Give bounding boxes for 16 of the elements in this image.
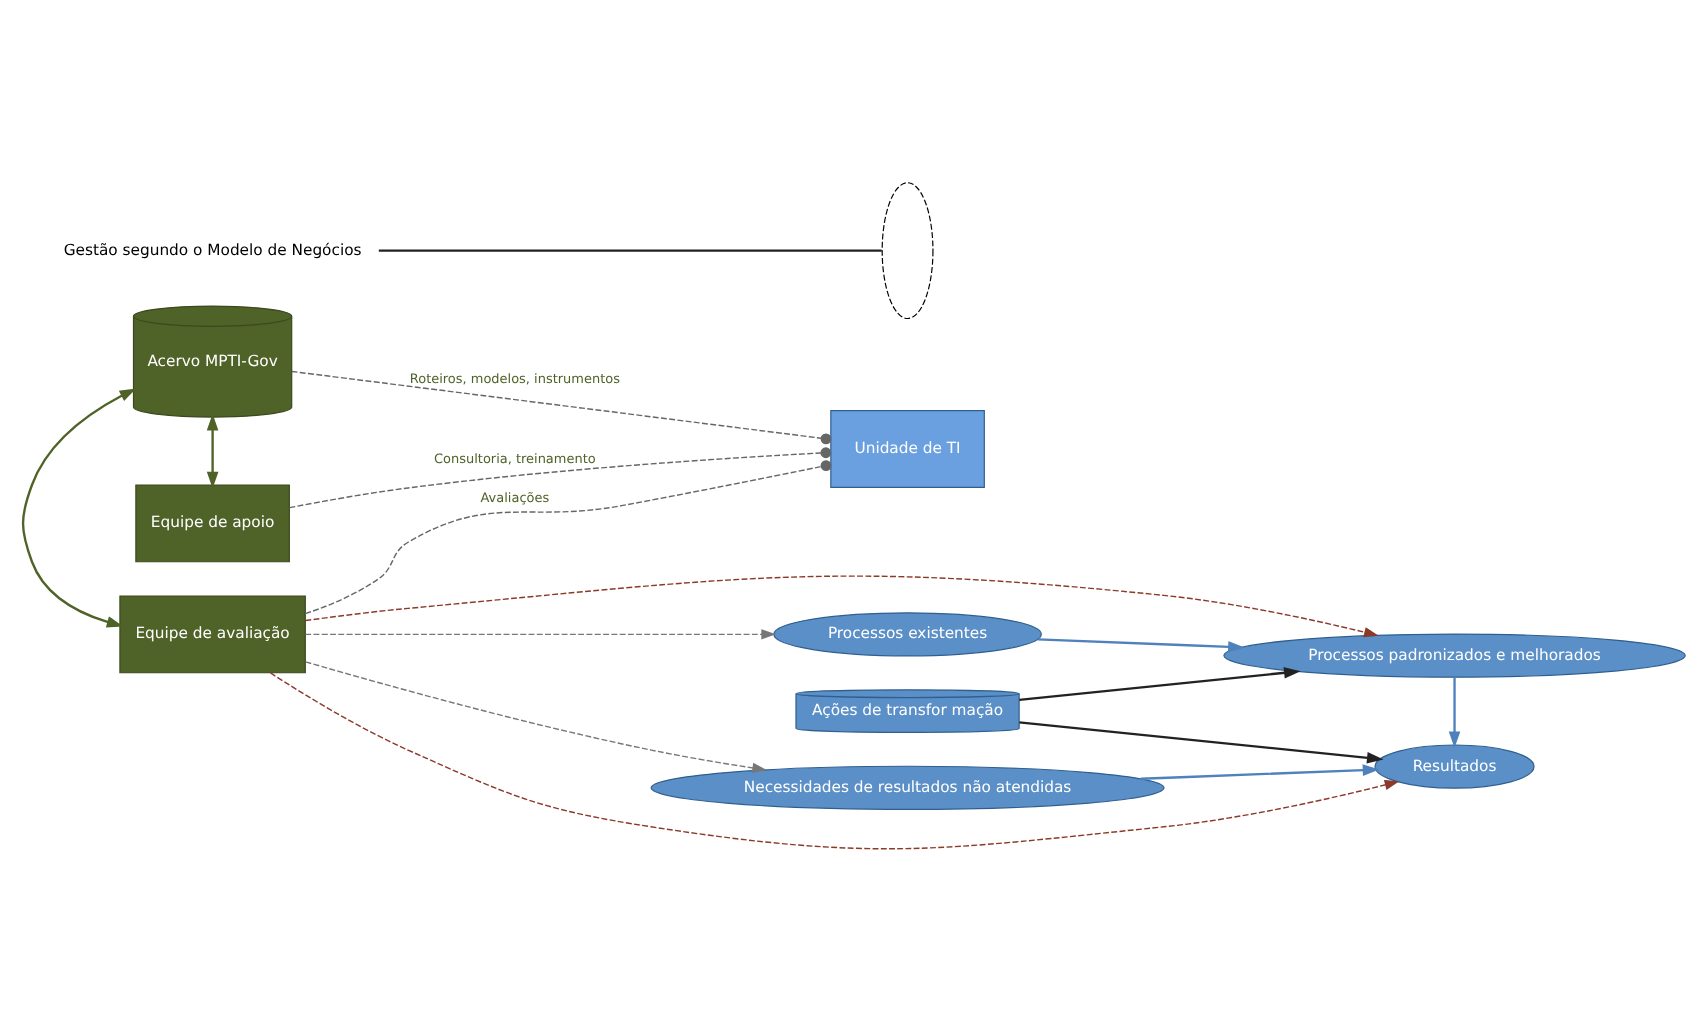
connector — [291, 369, 832, 444]
arrow — [1037, 637, 1245, 652]
node-ellipse — [881, 181, 934, 319]
connector — [288, 446, 832, 508]
arrow — [304, 660, 767, 772]
arrow — [206, 412, 219, 488]
arrow — [21, 387, 137, 627]
arrow — [1019, 720, 1384, 763]
arrow — [1019, 666, 1301, 700]
arrow — [304, 628, 776, 639]
connector — [304, 459, 832, 614]
arrow — [269, 671, 1400, 849]
arrow — [1448, 676, 1461, 748]
arrow — [304, 574, 1379, 637]
arrow — [1140, 763, 1380, 779]
connector — [378, 248, 882, 251]
